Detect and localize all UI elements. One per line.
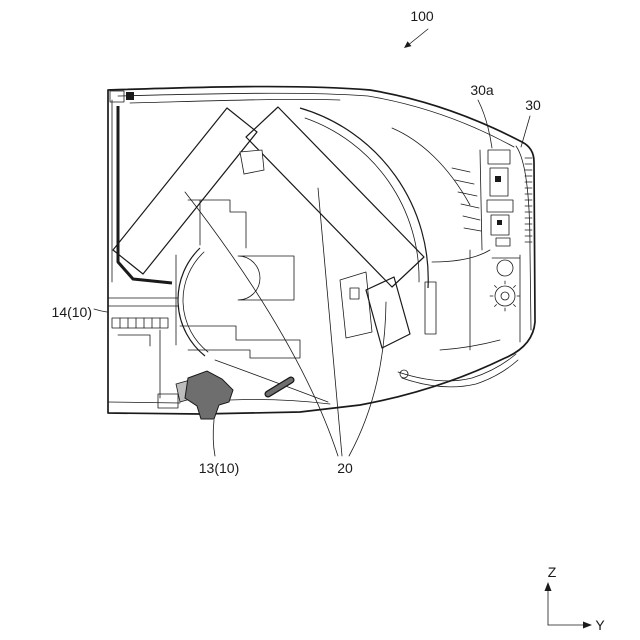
label-30a: 30a [470,82,494,98]
left-frame-rails [108,298,180,403]
leader-13 [213,420,215,456]
axis-indicator: Z Y [545,564,606,633]
gear-outer-circle [495,286,515,306]
front-panel [487,146,532,330]
leader-30 [521,116,530,147]
mechanism-body [185,371,233,419]
left-wall-inner [118,106,172,283]
fan-housing [176,108,428,404]
panel-detail-clip [495,176,501,182]
front-panel-curve [516,146,531,330]
sensor-holder-window [350,288,359,299]
casing-outer-outline [108,87,535,414]
z-axis-arrowhead [545,582,552,591]
bottom-inner-line [230,400,330,405]
leader-14 [94,309,107,312]
y-axis-arrowhead [583,622,592,629]
panel-detail-clip [497,220,502,225]
louver-outer [398,354,516,381]
hatched-block [366,277,410,348]
sensor-holder [340,272,372,338]
gear-teeth [490,281,520,311]
louver-inner [402,360,518,387]
leader-20-front [318,188,342,456]
front-structure [392,128,520,387]
casing-corner-clip [126,92,134,100]
label-30: 30 [525,97,541,113]
pipe-joint [240,150,264,174]
label-14-10: 14(10) [52,304,92,320]
casing [108,87,535,414]
front-inner-post [480,150,482,250]
leader-20-block [349,302,386,456]
upper-pulley-circle [497,260,513,276]
casing-top-inner-line [118,93,514,147]
heat-exchanger-rear-block [113,108,257,274]
leader-lines [94,29,530,456]
left-frame [108,298,180,403]
fan-outer-arc [178,248,205,356]
panel-detail-boxes [487,150,513,246]
label-100: 100 [410,8,434,24]
gear-hub-circle [501,292,509,300]
mechanism-box [158,394,178,408]
heat-exchanger-front-block [246,107,424,287]
casing-top-rear-line [130,99,340,103]
reference-labels: 100 30a 30 14(10) 13(10) 20 [52,8,541,476]
leader-100-arrow-shaft [407,29,428,46]
z-axis-label: Z [548,564,557,580]
bearing-notch-block [238,256,294,300]
front-duct-wall [392,128,470,205]
y-axis-label: Y [595,617,605,633]
label-13-10: 13(10) [199,460,239,476]
scroll-inner-arc [305,118,419,282]
left-frame-bar-ticks [120,318,160,328]
leader-100-arrowhead [404,41,411,48]
front-lower-rib [425,282,436,334]
fan-inner-arc [183,252,208,352]
front-panel-ticks [525,158,532,242]
label-20: 20 [337,460,353,476]
